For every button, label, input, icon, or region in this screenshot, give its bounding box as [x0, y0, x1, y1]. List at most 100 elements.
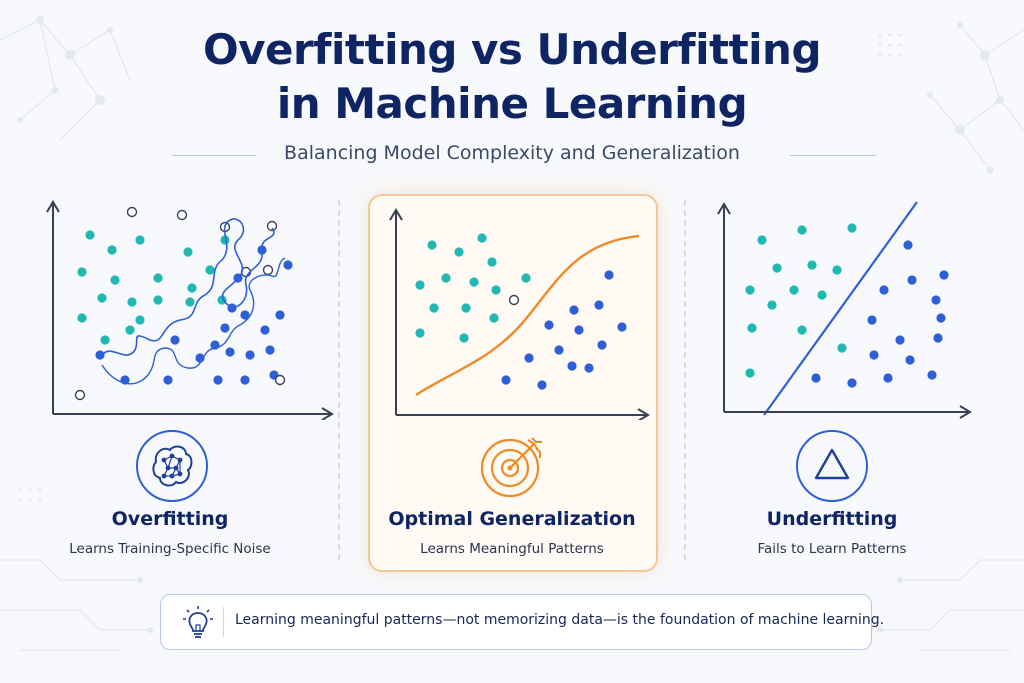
overfitting-class-a-point	[85, 230, 95, 240]
overfitting-curve	[99, 218, 275, 359]
optimal-class-a-point	[459, 333, 469, 343]
underfitting-class-b-point	[903, 240, 913, 250]
subtitle-rule-right	[790, 155, 876, 156]
underfitting-class-b-point	[905, 355, 915, 365]
underfitting-class-a-point	[837, 343, 847, 353]
underfitting-class-a-point	[745, 285, 755, 295]
overfitting-class-b-point	[163, 375, 173, 385]
optimal-class-b-point	[537, 380, 547, 390]
underfitting-class-a-point	[747, 323, 757, 333]
subtitle-row: Balancing Model Complexity and Generaliz…	[0, 140, 1024, 170]
optimal-class-a-point	[521, 273, 531, 283]
overfitting-class-a-point	[220, 235, 230, 245]
underfitting-class-b-point	[927, 370, 937, 380]
optimal-class-b-point	[617, 322, 627, 332]
optimal-class-a-point	[415, 328, 425, 338]
overfitting-class-b-point	[225, 347, 235, 357]
lightbulb-icon	[183, 606, 213, 638]
overfitting-outlier-point	[262, 264, 274, 276]
optimal-highlight-card	[368, 194, 658, 572]
page-title-line-2: in Machine Learning	[276, 79, 748, 128]
overfitting-outlier-point	[126, 206, 138, 218]
underfitting-class-b-point	[936, 313, 946, 323]
overfitting-class-a-point	[107, 245, 117, 255]
footer-message: Learning meaningful patterns—not memoriz…	[235, 612, 885, 628]
underfitting-class-a-point	[832, 265, 842, 275]
overfitting-class-b-point	[213, 375, 223, 385]
optimal-class-b-point	[604, 270, 614, 280]
overfitting-outlier-point	[266, 220, 278, 232]
optimal-class-b-point	[574, 325, 584, 335]
overfitting-class-a-point	[153, 295, 163, 305]
underfitting-class-b-point	[879, 285, 889, 295]
optimal-class-b-point	[594, 300, 604, 310]
underfitting-class-a-point	[817, 290, 827, 300]
optimal-class-a-point	[454, 247, 464, 257]
underfitting-class-b-point	[847, 378, 857, 388]
underfitting-class-a-point	[797, 225, 807, 235]
optimal-class-a-point	[489, 313, 499, 323]
overfitting-class-b-point	[265, 345, 275, 355]
overfitting-class-a-point	[100, 335, 110, 345]
optimal-plot	[389, 208, 650, 420]
optimal-class-b-point	[501, 375, 511, 385]
panel-divider-left	[338, 200, 340, 560]
subtitle: Balancing Model Complexity and Generaliz…	[284, 142, 740, 164]
overfitting-class-b-point	[95, 350, 105, 360]
triangle-icon	[796, 430, 868, 502]
overfitting-outlier-point	[274, 374, 286, 386]
optimal-class-b-point	[584, 363, 594, 373]
target-arrow-icon	[480, 437, 542, 498]
underfitting-class-b-point	[895, 335, 905, 345]
subtitle-rule-left	[172, 155, 256, 156]
overfitting-class-b-point	[275, 310, 285, 320]
underfitting-title: Underfitting	[766, 508, 898, 530]
underfitting-class-b-point	[939, 270, 949, 280]
panel-divider-right	[684, 200, 686, 560]
underfitting-fit-line	[763, 201, 918, 416]
overfitting-class-a-point	[185, 297, 195, 307]
overfitting-class-b-point	[240, 310, 250, 320]
overfitting-class-b-point	[240, 375, 250, 385]
underfitting-y-arrow	[717, 202, 731, 215]
overfitting-class-b-point	[245, 350, 255, 360]
underfitting-description: Fails to Learn Patterns	[757, 541, 907, 557]
optimal-class-b-point	[524, 353, 534, 363]
overfitting-curve-secondary	[101, 257, 286, 385]
optimal-fit-curve	[415, 234, 640, 397]
overfitting-outlier-point	[74, 389, 86, 401]
overfitting-plot	[46, 200, 334, 420]
overfitting-class-b-point	[220, 323, 230, 333]
underfitting-class-a-point	[772, 263, 782, 273]
optimal-y-arrow	[389, 208, 403, 221]
optimal-class-a-point	[477, 233, 487, 243]
underfitting-class-b-point	[933, 333, 943, 343]
optimal-class-a-point	[461, 303, 471, 313]
optimal-class-a-point	[415, 280, 425, 290]
optimal-outlier-point	[508, 294, 520, 306]
underfitting-class-a-point	[745, 368, 755, 378]
overfitting-class-a-point	[110, 275, 120, 285]
overfitting-y-arrow	[46, 200, 60, 213]
optimal-class-a-point	[487, 257, 497, 267]
underfitting-class-a-point	[789, 285, 799, 295]
underfitting-class-b-point	[931, 295, 941, 305]
overfitting-outlier-point	[176, 209, 188, 221]
optimal-class-b-point	[597, 340, 607, 350]
underfitting-class-a-point	[847, 223, 857, 233]
underfitting-class-a-point	[807, 260, 817, 270]
overfitting-class-b-point	[260, 325, 270, 335]
overfitting-class-a-point	[183, 247, 193, 257]
optimal-title: Optimal Generalization	[388, 508, 636, 530]
overfitting-class-a-point	[135, 235, 145, 245]
overfitting-title: Overfitting	[111, 508, 229, 530]
footer-divider	[223, 607, 224, 637]
optimal-class-a-point	[491, 285, 501, 295]
optimal-class-a-point	[429, 303, 439, 313]
overfitting-class-a-point	[127, 297, 137, 307]
footer-callout: Learning meaningful patterns—not memoriz…	[160, 594, 884, 650]
underfitting-class-b-point	[869, 350, 879, 360]
overfitting-class-a-point	[153, 273, 163, 283]
optimal-class-b-point	[554, 345, 564, 355]
underfitting-x-arrow	[959, 405, 972, 419]
